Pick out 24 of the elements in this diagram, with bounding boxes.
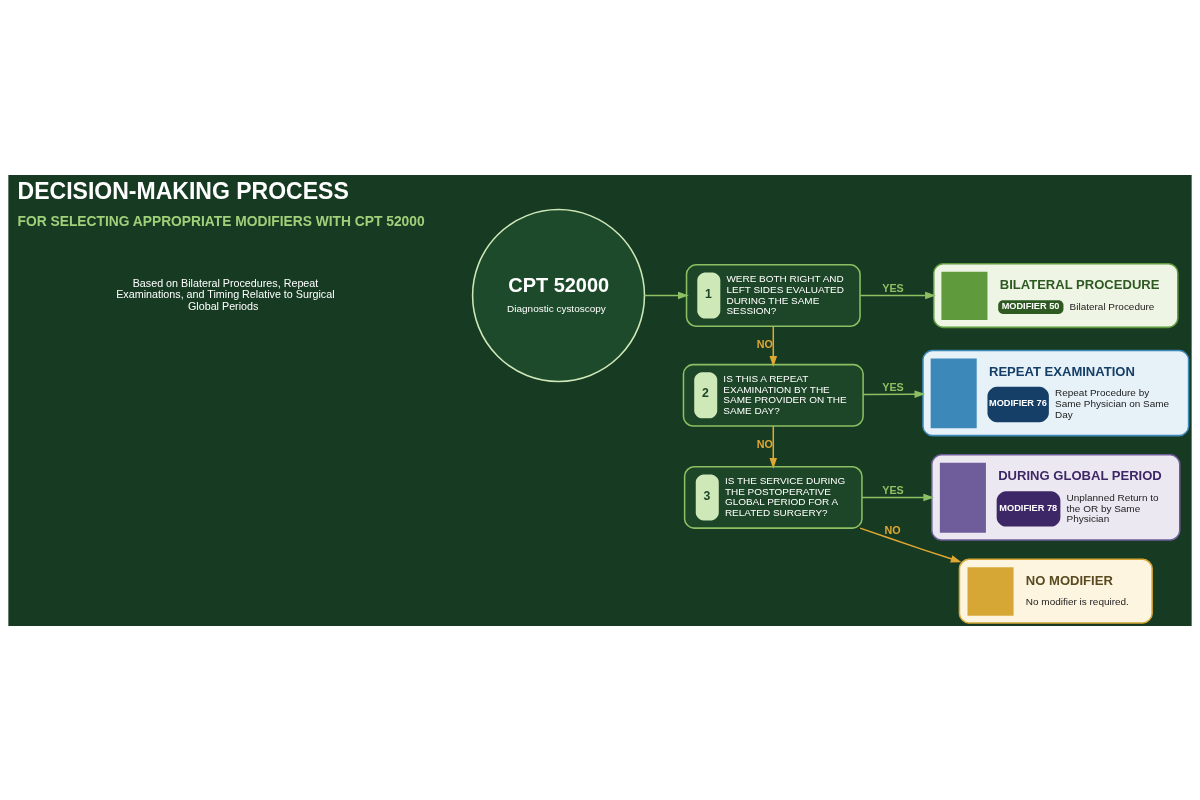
node-box: 2 IS THIS A REPEAT EXAMINATION BY THE SAME PROVIDER ON THE SAME DAY? <box>682 363 864 427</box>
node-box: BILATERAL PROCEDURE MODIFIER 50 Bilateral Procedure <box>932 262 1179 328</box>
edge-label: NO <box>756 336 773 349</box>
edge-label: NO <box>756 437 773 450</box>
node-circle: CPT 52000 Diagnostic cystoscopy <box>471 208 646 382</box>
arrow <box>859 526 962 562</box>
label: Based on Bilateral Procedures, Repeat Examinations, and Timing Relative to Surgical Global Periods <box>116 276 335 312</box>
arrow <box>859 291 936 299</box>
edge-label: YES <box>882 483 904 496</box>
arrow <box>861 493 935 501</box>
diagram-title: DECISION-MAKING PROCESS <box>17 177 349 204</box>
arrow <box>769 325 778 367</box>
label: FOR SELECTING APPROPRIATE MODIFIERS WITH CPT 52000 <box>17 212 425 229</box>
edge-label: NO <box>884 523 901 536</box>
arrow <box>862 389 926 398</box>
arrow <box>643 291 689 299</box>
node-box: DURING GLOBAL PERIOD MODIFIER 78 Unplanned Return to the OR by Same Physician <box>931 453 1181 541</box>
arrow <box>769 424 778 469</box>
edge-label: YES <box>882 281 904 294</box>
node-box: NO MODIFIER No modifier is required. <box>958 557 1153 624</box>
node-box: REPEAT EXAMINATION MODIFIER 76 Repeat Procedure by Same Physician on Same Day <box>922 349 1190 436</box>
node-box: 3 IS THE SERVICE DURING THE POSTOPERATIVE GLOBAL PERIOD FOR A RELATED SURGERY? <box>683 465 863 529</box>
edge-label: YES <box>882 380 904 393</box>
node-box: 1 WERE BOTH RIGHT AND LEFT SIDES EVALUATED DURING THE SAME SESSION? <box>685 263 861 327</box>
